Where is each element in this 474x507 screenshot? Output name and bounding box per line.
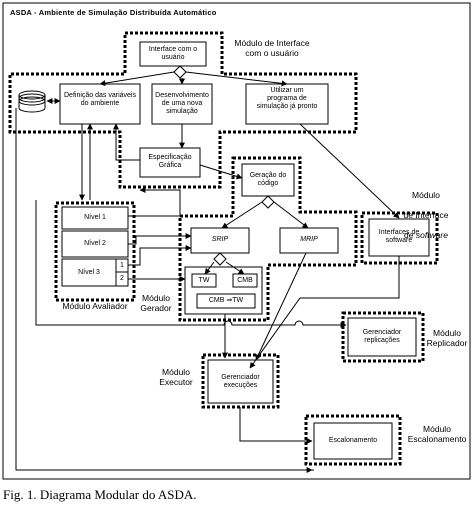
tw-box [191, 273, 217, 288]
desenvolvimento-simulacao-box [151, 83, 213, 125]
avaliador-module-outline [54, 201, 136, 302]
especificacao-grafica-box [139, 147, 201, 178]
srip-label: SRIP [211, 236, 229, 243]
interface-usuario-box [139, 41, 207, 67]
mrip-label: MRIP [300, 236, 318, 243]
gerenciador-replicacoes-label: Gerenciador replicações [362, 329, 402, 344]
geracao-codigo-label: Geração do código [249, 172, 287, 187]
replicador-module-outline [341, 311, 425, 363]
gerenciador-execucoes-box [207, 359, 274, 404]
utilizar-programa-box [245, 83, 329, 125]
interface-software-line1: Módulo [412, 190, 440, 200]
mrip-box [279, 227, 339, 254]
connectors [15, 71, 400, 473]
nivel2-label: Nível 2 [84, 240, 106, 247]
interface-usuario-module-outline [8, 31, 358, 189]
outer-frame [2, 2, 471, 480]
diagram-title: ASDA - Ambiente de Simulação Distribuída… [10, 8, 217, 17]
interface-software-line2: de Interface [403, 210, 449, 220]
interface-usuario-label: Interface com o usuário [148, 46, 198, 61]
gerenciador-replicacoes-box [347, 317, 417, 357]
srip-box [190, 227, 250, 254]
nivel1-box [61, 206, 129, 230]
tw-label: TW [198, 277, 210, 284]
escalonamento-module-outline [304, 414, 402, 466]
desenvolvimento-simulacao-label: Desenvolvimento de uma nova simulação [155, 92, 209, 115]
database-icon [18, 90, 46, 113]
interface-software-italic: software [415, 230, 448, 240]
executor-module-outline [201, 353, 280, 409]
cmb-label: CMB [237, 277, 253, 284]
figure-caption: Fig. 1. Diagrama Modular do ASDA. [3, 487, 197, 502]
escalonamento-box [313, 422, 393, 460]
nivel3-sub2-label: 2 [120, 275, 124, 282]
interface-decision-diamond [173, 65, 187, 79]
utilizar-programa-label: Utilizar um programa de simulação já pro… [256, 87, 318, 110]
gerador-module-outline [178, 156, 358, 322]
nivel2-box [61, 230, 129, 258]
nivel1-label: Nível 1 [84, 214, 106, 221]
geracao-decision-diamond [261, 195, 275, 209]
especificacao-grafica-label: Especificação Gráfica [148, 154, 192, 169]
nivel3-sub1-label: 1 [120, 262, 124, 269]
cmb-box [232, 273, 258, 288]
cmb-tw-box [196, 293, 256, 309]
interface-usuario-module-label: Módulo de Interface com o usuário [234, 38, 310, 58]
escalonamento-module-label: Módulo Escalonamento [407, 424, 467, 444]
gerador-module-label: Módulo Gerador [140, 293, 172, 313]
escalonamento-label: Escalonamento [328, 437, 378, 444]
interface-software-module-label: Módulo de Interface de software [386, 180, 466, 240]
interfaces-software-label: Interfaces de software [378, 229, 420, 244]
nivel3-label: Nível 3 [78, 269, 100, 276]
srip-decision-diamond [213, 252, 227, 266]
geracao-codigo-box [241, 163, 295, 197]
cmb-tw-label: CMB ⇒TW [208, 297, 244, 304]
executor-module-label: Módulo Executor [159, 367, 193, 387]
gerenciador-execucoes-label: Gerenciador execuções [221, 374, 260, 389]
definicao-variaveis-label: Definição das variáveis do ambiente [64, 92, 136, 107]
module-outlines [8, 31, 439, 466]
asda-diagram [2, 2, 471, 480]
replicador-module-label: Módulo Replicador [426, 328, 468, 348]
interface-software-prefix: de [404, 230, 416, 240]
interfaces-software-box [368, 218, 430, 257]
avaliador-module-label: Módulo Avaliador [62, 301, 128, 311]
definicao-variaveis-box [59, 83, 141, 125]
